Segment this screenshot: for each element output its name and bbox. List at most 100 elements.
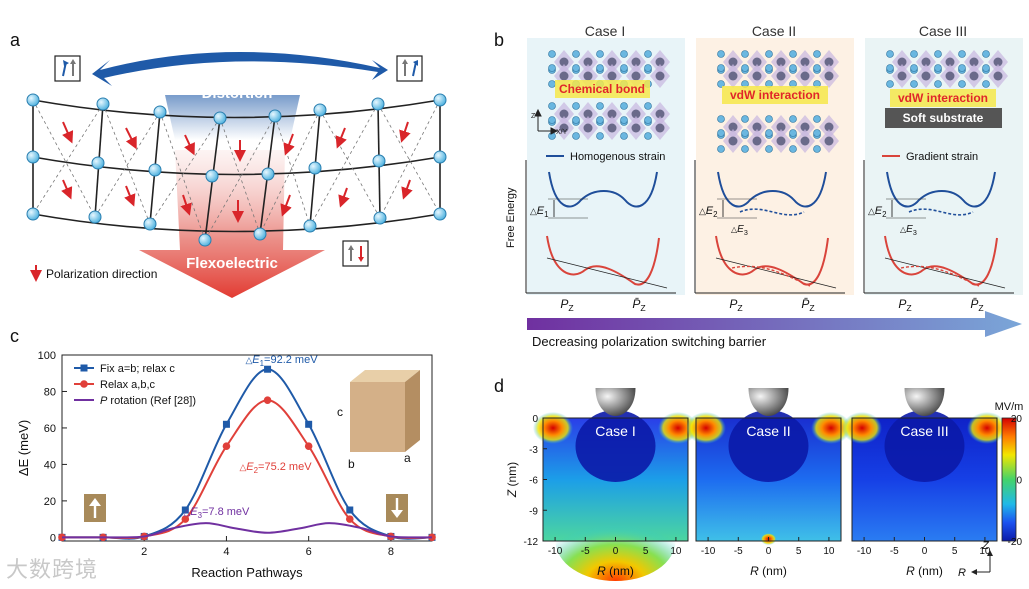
pbar-tick-label: P̄Z [632, 297, 645, 313]
ligand-atom [644, 132, 652, 140]
x-axis-label-symbol: R [597, 564, 606, 578]
gradient-curve [546, 235, 660, 286]
metal-atom [728, 122, 738, 132]
plot-frame [61, 354, 433, 542]
p-tick-label: PZ [898, 297, 911, 313]
ligand-atom [765, 64, 773, 72]
y-tick-label: -6 [529, 476, 538, 487]
tip-icon [748, 388, 789, 416]
cube-side [405, 370, 420, 452]
delta-e3-label-prefix: △ [900, 225, 907, 234]
y-axis-label-unit: (nm) [505, 462, 519, 490]
x-axis-label-unit: (nm) [915, 564, 943, 578]
delta-e-label-prefix: △ [868, 206, 875, 216]
x-axis-label: R (nm) [750, 564, 787, 578]
homogeneous-curve [717, 171, 827, 208]
data-point-circle [304, 442, 313, 450]
metal-atom [969, 71, 979, 81]
distortion-arrow [92, 51, 388, 86]
ligand-atom [789, 64, 797, 72]
legend-label-rest: rotation (Ref [28]) [107, 395, 196, 407]
energy-annotation-1-sub: 2 [254, 466, 258, 475]
x-axis-label-unit: (nm) [759, 564, 787, 578]
data-point-circle [345, 515, 354, 523]
ligand-atom [548, 80, 556, 88]
y-tick-label: 80 [44, 386, 56, 398]
delta-e-label-symbol: E [706, 205, 714, 217]
x-tick-label: 6 [306, 546, 312, 558]
down-arrow-head [391, 510, 403, 518]
delta-e-label-sub: 2 [713, 210, 717, 219]
ligand-atom [596, 102, 604, 110]
x-axis-label: Reaction Pathways [191, 565, 303, 580]
watermark: 大数跨境 [6, 558, 99, 583]
metal-atom [728, 136, 738, 146]
metal-atom [824, 71, 834, 81]
ligand-atom [548, 64, 556, 72]
corner-axis-z-label: Z [981, 540, 990, 552]
ligand-atom [958, 50, 966, 58]
energy-annotation-2-symbol: E [190, 506, 198, 518]
bond-label-case3: vdW interaction [898, 91, 988, 105]
tip-icon [904, 388, 945, 416]
metal-atom [776, 71, 786, 81]
panel-letter-a: a [10, 30, 21, 50]
x-tick-label: 0 [766, 546, 772, 557]
gradient-curve-dashed [731, 265, 811, 287]
p-tick-label-sub: Z [906, 303, 911, 313]
polarization-arrows [61, 121, 413, 223]
ligand-atom [596, 132, 604, 140]
ligand-atom [958, 64, 966, 72]
data-point-circle [263, 396, 272, 405]
x-axis-label-unit: (nm) [606, 564, 634, 578]
x-tick-label: 0 [922, 546, 928, 557]
gradient-curve [715, 235, 829, 286]
gradient-tilt-line [884, 257, 1006, 289]
heatmap-low-region [728, 410, 809, 482]
ligand-atom [596, 64, 604, 72]
metal-atom [800, 71, 810, 81]
data-point-circle [222, 442, 231, 450]
colorbar-tick-label: -20 [1008, 537, 1023, 548]
metal-atom [583, 71, 593, 81]
up-arrow-head [89, 498, 101, 506]
metal-atom [655, 109, 665, 119]
series-line-2 [61, 522, 433, 539]
metal-atom [559, 123, 569, 133]
ligand-atom [596, 116, 604, 124]
switching-barrier-caption: Decreasing polarization switching barrie… [532, 334, 767, 349]
metal-atom [776, 57, 786, 67]
case2-title: Case II [752, 23, 796, 39]
ligand-atom [789, 115, 797, 123]
delta-e-label: △E2 [699, 205, 718, 219]
delta-e3-label-symbol: E [906, 224, 913, 235]
free-energy-axis-label: Free Energy [505, 187, 517, 248]
metal-atom [559, 57, 569, 67]
cube-label-a: a [404, 451, 411, 465]
pbar-tick-label-symbol: P̄ [801, 297, 809, 311]
ligand-atom [644, 116, 652, 124]
ligand-atom [765, 115, 773, 123]
ligand-atom [741, 115, 749, 123]
soft-substrate-label: Soft substrate [903, 111, 984, 125]
ligand-atom [982, 50, 990, 58]
ligand-atom [572, 132, 580, 140]
bond-band-case1 [555, 80, 650, 98]
metal-atom [607, 123, 617, 133]
gradient-curve [884, 235, 998, 286]
gradient-tilt-line [715, 257, 837, 289]
pbar-tick-label-sub: Z [809, 303, 814, 313]
data-point-square [181, 506, 189, 514]
metal-atom [655, 123, 665, 133]
distortion-label: Distortion [202, 85, 273, 102]
metal-atom [993, 71, 1003, 81]
cube-label-b: b [348, 457, 355, 471]
y-axis-label: ΔE (meV) [16, 420, 31, 476]
lattice-diagonals [32, 99, 441, 241]
panel-a: a Flexoelectric Distortion [10, 30, 447, 298]
ligand-atom [717, 145, 725, 153]
metal-atom [607, 109, 617, 119]
